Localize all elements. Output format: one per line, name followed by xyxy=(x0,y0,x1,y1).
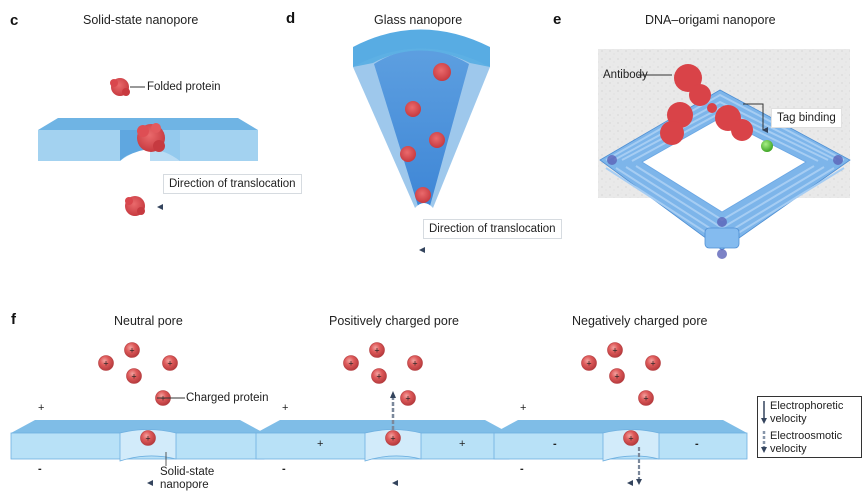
charged-protein-icon xyxy=(581,355,597,371)
velocity-legend: Electrophoretic velocity Electroosmotic … xyxy=(757,396,862,458)
charge-plus-sign: + xyxy=(612,346,617,356)
panel-d-title: Glass nanopore xyxy=(374,13,463,27)
charged-protein-icon xyxy=(638,390,654,406)
panel-letter-f: f xyxy=(11,311,16,328)
charged-protein-icon xyxy=(124,342,140,358)
protein-icon xyxy=(405,101,421,117)
electrode-minus-positive: - xyxy=(282,463,286,475)
wall-charge-negative-left: - xyxy=(553,438,557,450)
charged-protein-icon xyxy=(369,342,385,358)
charge-plus-sign: + xyxy=(412,359,417,369)
charge-plus-sign: + xyxy=(167,359,172,369)
folded-protein-in-pore-icon xyxy=(137,123,165,152)
charged-protein-icon xyxy=(126,368,142,384)
folded-protein-label: Folded protein xyxy=(147,81,221,93)
charge-plus-sign: + xyxy=(103,359,108,369)
panel-f-negative-title: Negatively charged pore xyxy=(572,314,708,328)
charged-protein-icon xyxy=(343,355,359,371)
translocated-protein-icon xyxy=(125,196,145,216)
charge-plus-sign: + xyxy=(376,372,381,382)
charged-protein-in-pore-icon xyxy=(385,430,401,446)
charged-protein-icon xyxy=(371,368,387,384)
electroosmotic-arrowhead xyxy=(390,391,396,398)
protein-icon xyxy=(400,146,416,162)
charge-plus-sign: + xyxy=(614,372,619,382)
charged-protein-icon xyxy=(98,355,114,371)
tag-icon xyxy=(761,140,773,152)
panel-letter-d: d xyxy=(286,10,296,27)
charged-protein-icon xyxy=(607,342,623,358)
charge-plus-sign: + xyxy=(160,394,165,404)
legend-electroosmotic-line1: Electroosmotic xyxy=(770,430,843,442)
wall-charge-positive-right: + xyxy=(459,438,466,450)
panel-f-neutral-title: Neutral pore xyxy=(114,314,183,328)
panel-letter-c: c xyxy=(10,12,19,29)
charged-protein-in-pore-icon xyxy=(623,430,639,446)
tag-binding-label: Tag binding xyxy=(771,108,842,128)
legend-icons xyxy=(761,401,767,453)
charge-plus-sign: + xyxy=(131,372,136,382)
legend-electroosmotic-line2: velocity xyxy=(770,443,807,455)
wall-charge-negative-right: - xyxy=(695,438,699,450)
charge-plus-sign: + xyxy=(643,394,648,404)
panel-f-positive-title: Positively charged pore xyxy=(329,314,459,328)
panel-e-title: DNA–origami nanopore xyxy=(645,13,776,27)
tag-binding-arrow xyxy=(743,103,768,133)
glass-nanopore-cone xyxy=(353,29,490,208)
solid-state-nanopore-label: Solid-state nanopore xyxy=(160,466,215,491)
solid-state-membrane xyxy=(38,118,258,161)
membrane-top-face xyxy=(11,420,264,433)
charged-protein-icon xyxy=(407,355,423,371)
electrode-plus-neutral: + xyxy=(38,402,45,414)
direction-label-d: Direction of translocation xyxy=(423,219,562,239)
charge-plus-sign: + xyxy=(374,346,379,356)
charge-plus-sign: + xyxy=(650,359,655,369)
charged-protein-icon xyxy=(645,355,661,371)
membrane-top-face xyxy=(494,420,747,433)
charge-plus-sign: + xyxy=(145,434,150,444)
panel-c-title: Solid-state nanopore xyxy=(83,13,199,27)
folded-protein-icon xyxy=(110,78,130,96)
charge-plus-sign: + xyxy=(348,359,353,369)
panel-letter-e: e xyxy=(553,11,562,28)
legend-electrophoretic-line1: Electrophoretic xyxy=(770,400,844,412)
electrode-minus-negative: - xyxy=(520,463,524,475)
direction-label-c: Direction of translocation xyxy=(163,174,302,194)
charge-plus-sign: + xyxy=(129,346,134,356)
electrode-plus-positive: + xyxy=(282,402,289,414)
charged-protein-icon xyxy=(162,355,178,371)
legend-electrophoretic-line2: velocity xyxy=(770,413,807,425)
protein-icon xyxy=(415,187,431,203)
protein-icon xyxy=(433,63,451,81)
antibody-icon xyxy=(660,64,753,145)
wall-charge-positive-left: + xyxy=(317,438,324,450)
electrode-plus-negative: + xyxy=(520,402,527,414)
charge-plus-sign: + xyxy=(405,394,410,404)
antibody-label: Antibody xyxy=(603,69,648,81)
electroosmotic-arrowhead xyxy=(636,479,642,485)
charged-protein-label: Charged protein xyxy=(186,392,269,404)
membrane-top-face xyxy=(256,420,509,433)
charge-plus-sign: + xyxy=(628,434,633,444)
charged-protein-icon xyxy=(400,390,416,406)
electrode-minus-neutral: - xyxy=(38,463,42,475)
charged-protein-icon xyxy=(609,368,625,384)
charged-protein-in-pore-icon xyxy=(140,430,156,446)
charge-plus-sign: + xyxy=(390,434,395,444)
charge-plus-sign: + xyxy=(586,359,591,369)
protein-icon xyxy=(429,132,445,148)
